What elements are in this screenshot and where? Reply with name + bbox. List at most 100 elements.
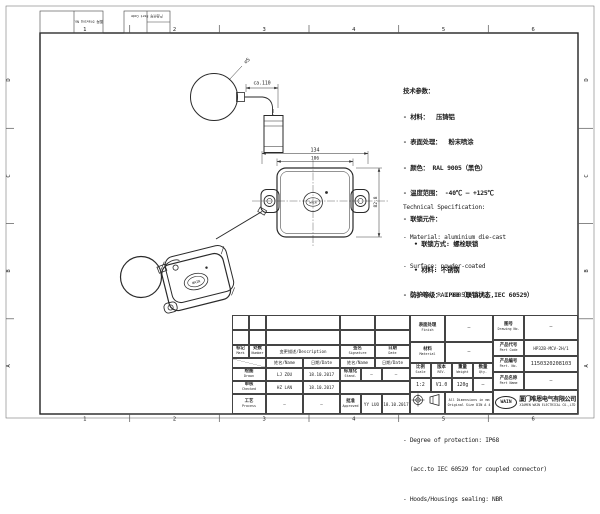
checked-name: HZ LAN — [266, 381, 303, 394]
zone-number: 5 — [442, 417, 445, 423]
label-en: Part Name — [499, 380, 518, 385]
projection-symbol-icon — [411, 393, 440, 407]
label-en: REV. — [437, 370, 446, 375]
standard-date: — — [382, 368, 410, 381]
zone-letter: C — [584, 174, 590, 177]
spec-line: - Surface: powder-coated — [403, 262, 486, 270]
drawing-no-label: 图号 Drawing No. — [493, 315, 524, 340]
zone-number: 2 — [173, 27, 176, 33]
empty-cell — [340, 381, 410, 394]
label-en: Mark — [236, 351, 245, 356]
rev-value: V1.0 — [431, 378, 452, 392]
header-number: 处数 Number — [249, 345, 266, 358]
label-cn: 标记 — [236, 346, 245, 352]
spec-line: - Colour: RAL 9005(black) — [403, 291, 489, 299]
spec-line: - Material: aluminium die-cast — [403, 233, 506, 241]
logo-text: WAIN — [309, 201, 316, 205]
standard-label: 标准化 Stand. — [340, 368, 361, 381]
spec-line: • 联锁方式: 螺栓联锁 — [403, 240, 479, 248]
revision-cell — [340, 315, 375, 330]
zone-letter: C — [6, 174, 12, 177]
spec-line: - Degree of protection: IP68 — [403, 437, 499, 445]
diagonal-cell — [232, 358, 266, 368]
part-no-label: 产品编号 Part. No. — [493, 356, 524, 372]
revision-cell — [249, 315, 266, 330]
label-en: Process — [242, 403, 256, 408]
header-signature: 签名 Signature — [340, 345, 375, 358]
spec-line: - Hoods/Housings sealing: NBR — [403, 495, 503, 503]
checked-date: 18.10.2017 — [303, 381, 340, 394]
label-en: Drawing No. — [497, 327, 520, 332]
part-code-value: HP32B-MCV-2H/1 — [524, 340, 578, 356]
zone-letter: D — [584, 78, 590, 81]
spec-line: (acc.to IEC 60529 for coupled connector) — [403, 466, 547, 474]
spec-en-title: Technical Specification: — [403, 204, 486, 212]
zone-number: 3 — [263, 27, 266, 33]
subheader-date: 日期/Date — [375, 358, 410, 368]
company-name-cn: 厦门唯恩电气有限公司 — [519, 396, 576, 404]
spec-line: - 颜色： RAL 9005（黑色） — [403, 163, 487, 172]
zone-ticks — [6, 25, 593, 422]
note-line1: All Dimensions in mm — [448, 398, 490, 403]
label-en: Part Code — [499, 347, 518, 352]
company-cell: WAIN 厦门唯恩电气有限公司 XIAMEN WAIN ELECTRICAL C… — [493, 390, 578, 414]
label-en: Signature — [348, 351, 367, 356]
zone-number: 6 — [532, 27, 535, 33]
spec-cn-title: 技术参数： — [403, 87, 434, 95]
label-cn: 表面处理 — [418, 323, 437, 329]
part-code-label: 产品代号 Part Code — [493, 340, 524, 356]
logo-emblem: WAIN — [303, 192, 323, 212]
drawing-sheet: 1 2 3 4 5 6 1 2 3 4 5 6 D C B A D C B A … — [5, 5, 595, 503]
dim-lanyard: ca.110 — [253, 81, 270, 87]
dim-width-inner: 106 — [311, 156, 320, 162]
lanyard-ring — [190, 73, 238, 121]
zone-letter: A — [6, 364, 12, 368]
scale-value: 1:2 — [410, 378, 431, 392]
view-top: ∅5 ca.110 — [190, 57, 284, 153]
label-en: Weight — [456, 370, 469, 375]
zone-labels: 1 2 3 4 5 6 1 2 3 4 5 6 D C B A D C B A — [6, 27, 590, 423]
dim-height: 82.8 — [373, 196, 379, 207]
label-cn: 重量 — [458, 365, 467, 371]
label-cn: 日期 — [388, 346, 397, 352]
approved-date: 18.10.2017 — [382, 394, 410, 414]
dimension-note: All Dimensions in mm Original Size DIN A… — [445, 392, 493, 414]
drawn-name: LJ ZOU — [266, 368, 303, 381]
wain-logo: WAIN — [495, 395, 518, 409]
lanyard-ring-iso — [119, 255, 163, 299]
cap-body — [276, 167, 354, 238]
revision-cell — [340, 330, 375, 345]
label-cn: 产品名称 — [499, 375, 518, 381]
label-en: Qty. — [479, 370, 487, 375]
material-label: 材料 Material — [410, 342, 445, 363]
label-cn: 标准化 — [343, 369, 358, 375]
label-cn: 材料 — [423, 347, 432, 353]
zone-number: 2 — [173, 417, 176, 423]
qty-value: — — [473, 378, 493, 392]
zone-letter: B — [6, 269, 12, 273]
cable-clamp — [257, 206, 268, 216]
revision-cell — [375, 330, 410, 345]
subheader-date: 日期/Date — [303, 358, 340, 368]
header-date: 日期 Date — [375, 345, 410, 358]
dim-width-outer: 134 — [310, 148, 319, 154]
finish-value: — — [445, 315, 493, 342]
view-front: WAIN 134 106 82.8 — [215, 148, 388, 246]
qty-label: 数量 Qty. — [473, 363, 493, 378]
label-cn: 签名 — [353, 346, 362, 352]
dim-ring-dia: ∅5 — [243, 57, 252, 66]
weight-label: 重量 Weight — [452, 363, 473, 378]
label-cn: 处数 — [253, 346, 262, 352]
approved-label: 批准 Approved — [340, 394, 361, 414]
label-en: Approved — [342, 403, 359, 408]
part-no-value: 1150320208103 — [524, 356, 578, 372]
label-en: Scale — [415, 370, 426, 375]
label-cn: 绘图 — [244, 369, 254, 375]
part-name-value: — — [524, 372, 578, 390]
revision-cell — [266, 330, 340, 345]
label-en: Date — [388, 351, 397, 356]
weight-value: 120g — [452, 378, 473, 392]
label-en: Checked — [242, 387, 256, 392]
label-cn: 审核 — [244, 382, 254, 388]
material-value: — — [445, 342, 493, 363]
